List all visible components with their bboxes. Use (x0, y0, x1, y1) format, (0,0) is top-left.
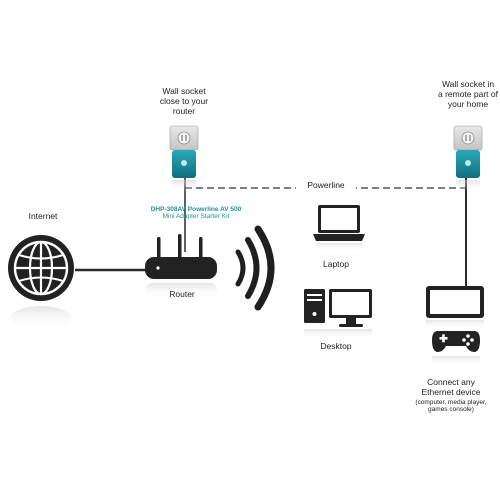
laptop-label: Laptop (323, 259, 349, 269)
desktop-label: Desktop (320, 341, 352, 351)
powerline-adapter-icon (456, 150, 480, 192)
globe-icon (8, 235, 74, 330)
wall-socket-router-label: Wall socket close to your router (159, 86, 209, 116)
powerline-adapter-icon (172, 150, 196, 192)
product-kit-label: DHP-308AV Powerline AV 500 Mini Adapter … (150, 206, 242, 221)
ethernet-device-label: Connect any Ethernet device (421, 377, 481, 397)
gamepad-icon (432, 331, 480, 365)
wall-socket-icon (169, 125, 199, 151)
router-icon (145, 234, 217, 297)
wall-socket-icon (453, 125, 483, 151)
powerline-label: Powerline (296, 180, 356, 191)
wall-socket-remote-label: Wall socket in a remote part of your hom… (437, 79, 498, 109)
laptop-icon (313, 205, 365, 251)
desktop-icon (304, 289, 372, 339)
internet-label: Internet (28, 211, 58, 221)
tv-icon (426, 286, 484, 328)
wifi-waves-icon (235, 225, 275, 311)
router-label: Router (169, 289, 195, 299)
ethernet-examples-label: (computer, media player, games console) (415, 399, 487, 414)
